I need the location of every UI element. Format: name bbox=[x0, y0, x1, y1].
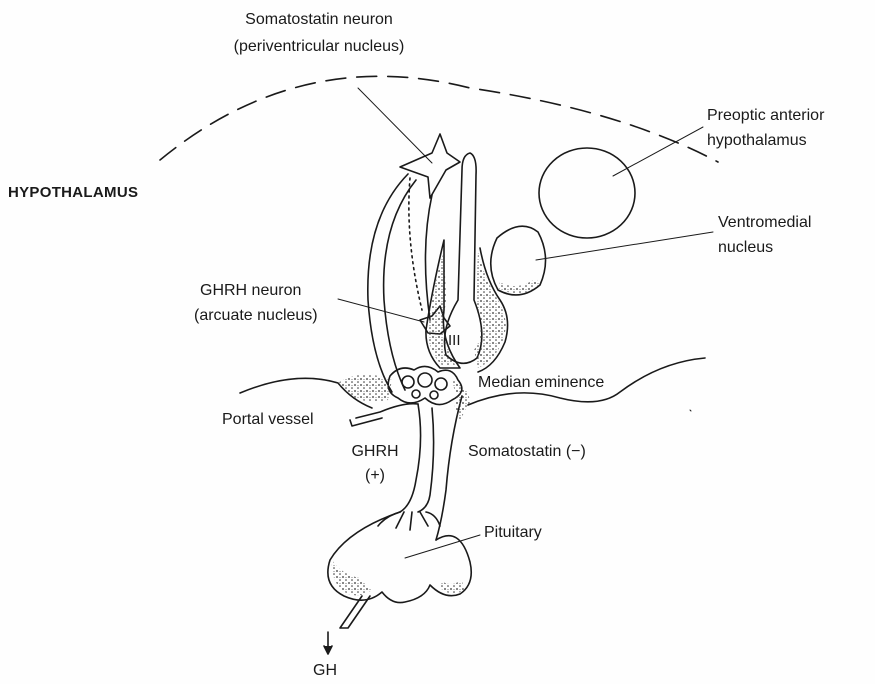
label-preoptic-2: hypothalamus bbox=[707, 130, 807, 151]
label-third-ventricle: III bbox=[448, 330, 461, 351]
pituitary-stipple bbox=[332, 560, 372, 595]
ventromedial-leader bbox=[536, 232, 713, 260]
ghrh-leader bbox=[338, 299, 424, 322]
somatostatin-axon-inner bbox=[384, 180, 416, 390]
label-preoptic-1: Preoptic anterior bbox=[707, 105, 824, 126]
label-gh: GH bbox=[313, 660, 337, 681]
ventromedial-stipple bbox=[498, 278, 540, 293]
label-ventromedial-2: nucleus bbox=[718, 237, 773, 258]
hypothalamus-boundary bbox=[160, 76, 718, 162]
somatostatin-axon-outer bbox=[368, 174, 408, 392]
preoptic-nucleus-shape bbox=[539, 148, 635, 238]
label-somatostatin-neuron: Somatostatin neuron bbox=[224, 9, 414, 30]
median-eminence-right-stipple bbox=[452, 380, 470, 420]
somatostatin-leader bbox=[358, 88, 432, 163]
label-periventricular-nucleus: (periventricular nucleus) bbox=[214, 36, 424, 57]
label-arcuate-nucleus: (arcuate nucleus) bbox=[194, 305, 318, 326]
preoptic-leader bbox=[613, 127, 703, 176]
label-ghrh-sign: (+) bbox=[340, 465, 410, 486]
label-pituitary: Pituitary bbox=[484, 522, 542, 543]
somatostatin-axon-ladder bbox=[409, 178, 422, 310]
gh-vessel bbox=[340, 596, 370, 628]
pituitary-terminals bbox=[378, 512, 440, 530]
gh-arrowhead bbox=[324, 646, 332, 654]
portal-vessel-lower bbox=[350, 418, 382, 426]
capillary-plexus bbox=[388, 366, 462, 404]
label-ghrh: GHRH bbox=[340, 441, 410, 462]
pituitary-stipple-right bbox=[440, 580, 464, 594]
median-eminence-stipple bbox=[338, 375, 392, 402]
label-hypothalamus: HYPOTHALAMUS bbox=[8, 182, 138, 203]
label-ghrh-neuron: GHRH neuron bbox=[200, 280, 301, 301]
label-ventromedial-1: Ventromedial bbox=[718, 212, 811, 233]
label-median-eminence: Median eminence bbox=[478, 372, 604, 393]
label-somatostatin-effect: Somatostatin (−) bbox=[468, 441, 586, 462]
pituitary-stalk-right bbox=[436, 396, 462, 540]
pituitary-leader bbox=[405, 535, 480, 558]
label-portal-vessel: Portal vessel bbox=[222, 409, 314, 430]
